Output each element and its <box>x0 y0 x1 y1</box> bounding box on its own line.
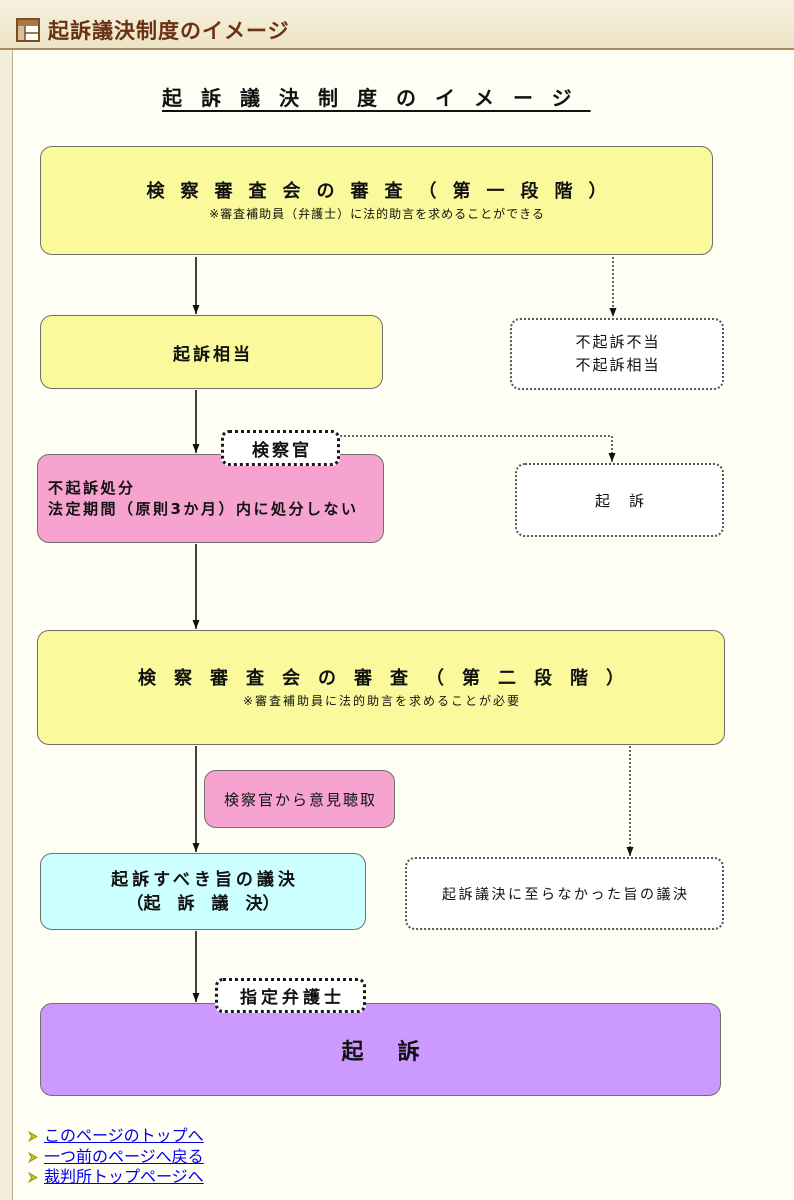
kiso-giketsu-label: 起訴すべき旨の議決 <box>111 869 299 890</box>
fukiso-shobun-detail: 法定期間（原則3か月）内に処分しない <box>48 499 359 518</box>
link-row-back: 一つ前のページへ戻る <box>28 1147 328 1168</box>
link-court-top[interactable]: 裁判所トップページへ <box>44 1167 204 1186</box>
kiso-giketsu-box: 起訴すべき旨の議決 （起 訴 議 決） <box>40 853 366 930</box>
kiso-giketsu-sublabel: （起 訴 議 決） <box>126 893 280 914</box>
link-row-page-top: このページのトップへ <box>28 1126 328 1147</box>
kiso-soutou-label: 起訴相当 <box>173 344 253 365</box>
kensatsukan-label: 検察官 <box>252 440 312 461</box>
kiso-soutou-box: 起訴相当 <box>40 315 383 389</box>
stage1-review-box: 検察審査会の審査（第一段階） ※審査補助員（弁護士）に法的助言を求めることができ… <box>40 146 713 255</box>
fukiso-soutou-label: 不起訴相当 <box>575 356 661 374</box>
page-title: 起訴議決制度のイメージ <box>48 19 290 43</box>
not-reached-label: 起訴議決に至らなかった旨の議決 <box>442 886 690 903</box>
stage2-review-box: 検察審査会の審査（第二段階） ※審査補助員に法的助言を求めることが必要 <box>37 630 725 745</box>
link-page-top[interactable]: このページのトップへ <box>44 1126 204 1145</box>
hearing-box: 検察官から意見聴取 <box>204 770 395 828</box>
page-header: 起訴議決制度のイメージ <box>0 0 794 50</box>
diagram-title: 起訴議決制度のイメージ <box>162 86 591 110</box>
arrow-kensatsukan-to-kiso <box>340 435 616 462</box>
fukiso-shobun-box: 不起訴処分 法定期間（原則3か月）内に処分しない <box>37 454 384 543</box>
link-previous-page[interactable]: 一つ前のページへ戻る <box>44 1146 204 1166</box>
stage2-note: ※審査補助員に法的助言を求めることが必要 <box>242 693 522 708</box>
kensatsukan-box: 検察官 <box>221 430 340 466</box>
kiso-direct-box: 起 訴 <box>515 463 724 537</box>
stage2-title: 検察審査会の審査（第二段階） <box>138 667 642 689</box>
page-icon <box>16 18 40 42</box>
arrow-bullet-icon <box>28 1151 38 1163</box>
kiso-final-box: 起 訴 <box>40 1003 721 1096</box>
shitei-bengoshi-label: 指定弁護士 <box>240 988 345 1008</box>
stage1-note: ※審査補助員（弁護士）に法的助言を求めることができる <box>209 206 545 221</box>
not-reached-box: 起訴議決に至らなかった旨の議決 <box>405 857 724 930</box>
arrow-bullet-icon <box>28 1131 38 1142</box>
fukiso-futou-label: 不起訴不当 <box>575 333 661 351</box>
stage1-title: 検察審査会の審査（第一段階） <box>146 180 623 202</box>
shitei-bengoshi-box: 指定弁護士 <box>215 978 366 1013</box>
link-row-court-top: 裁判所トップページへ <box>28 1167 328 1188</box>
fukiso-box: 不起訴不当 不起訴相当 <box>510 318 724 390</box>
kiso-direct-label: 起 訴 <box>594 491 646 510</box>
kiso-final-label: 起 訴 <box>341 1039 426 1065</box>
fukiso-shobun-label: 不起訴処分 <box>48 478 136 497</box>
hearing-label: 検察官から意見聴取 <box>223 790 377 809</box>
arrow-bullet-icon <box>28 1172 38 1183</box>
footer-links: このページのトップへ 一つ前のページへ戻る 裁判所トップページへ <box>28 1126 328 1188</box>
